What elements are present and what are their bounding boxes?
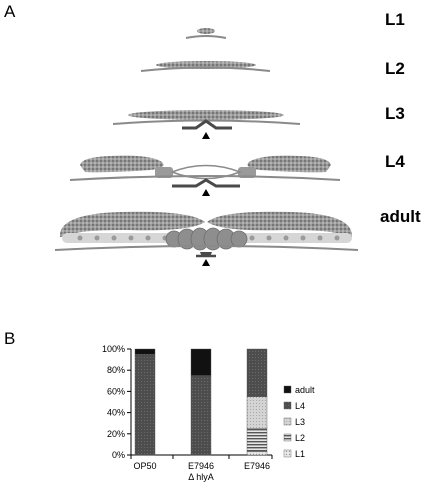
bar-segment-adult	[190, 348, 212, 376]
bar-segment-adult	[134, 348, 156, 355]
y-tick-label: 40%	[107, 408, 125, 418]
schematic-l2	[140, 61, 271, 72]
arrowhead-adult	[202, 259, 210, 266]
panel-a-letter: A	[4, 2, 16, 21]
stage-label-adult: adult	[380, 207, 421, 226]
y-tick-label: 20%	[107, 429, 125, 439]
legend-label-l3: L3	[295, 417, 305, 427]
schematic-l4	[69, 155, 341, 196]
x-category-label: E7946	[188, 461, 214, 471]
legend-label-l4: L4	[295, 401, 305, 411]
panel-b-letter: B	[4, 329, 16, 348]
bar-segment-l2	[246, 428, 268, 453]
x-category-label: E7946	[244, 461, 270, 471]
schematic-adult	[54, 211, 359, 266]
legend-label-l1: L1	[295, 449, 305, 459]
x-category-label: Δ hlyA	[188, 472, 214, 482]
legend-label-adult: adult	[295, 385, 315, 395]
stage-label-l2: L2	[385, 59, 405, 78]
y-tick-label: 100%	[102, 344, 125, 354]
bar-segment-l1	[246, 451, 268, 456]
stage-label-l4: L4	[385, 152, 405, 171]
arrowhead-l4	[202, 189, 210, 196]
bar-segment-l4	[190, 375, 212, 456]
stage-label-l3: L3	[385, 104, 405, 123]
x-category-label: OP50	[133, 461, 156, 471]
bar-segment-l3	[246, 396, 268, 429]
bar-segment-l4	[246, 348, 268, 397]
arrowhead-l3	[202, 132, 210, 139]
legend-swatch-l2	[283, 433, 292, 442]
y-tick-label: 0%	[112, 450, 125, 460]
y-tick-label: 80%	[107, 365, 125, 375]
gonad-diagram	[54, 28, 359, 266]
bar-segment-l4	[134, 354, 156, 456]
legend-label-l2: L2	[295, 433, 305, 443]
legend-swatch-adult	[283, 385, 292, 394]
legend-swatch-l1	[283, 449, 292, 458]
schematic-l1	[185, 28, 227, 39]
legend-swatch-l4	[283, 401, 292, 410]
stage-label-l1: L1	[385, 10, 405, 29]
schematic-l3	[112, 110, 301, 139]
legend-swatch-l3	[283, 417, 292, 426]
y-tick-label: 60%	[107, 386, 125, 396]
